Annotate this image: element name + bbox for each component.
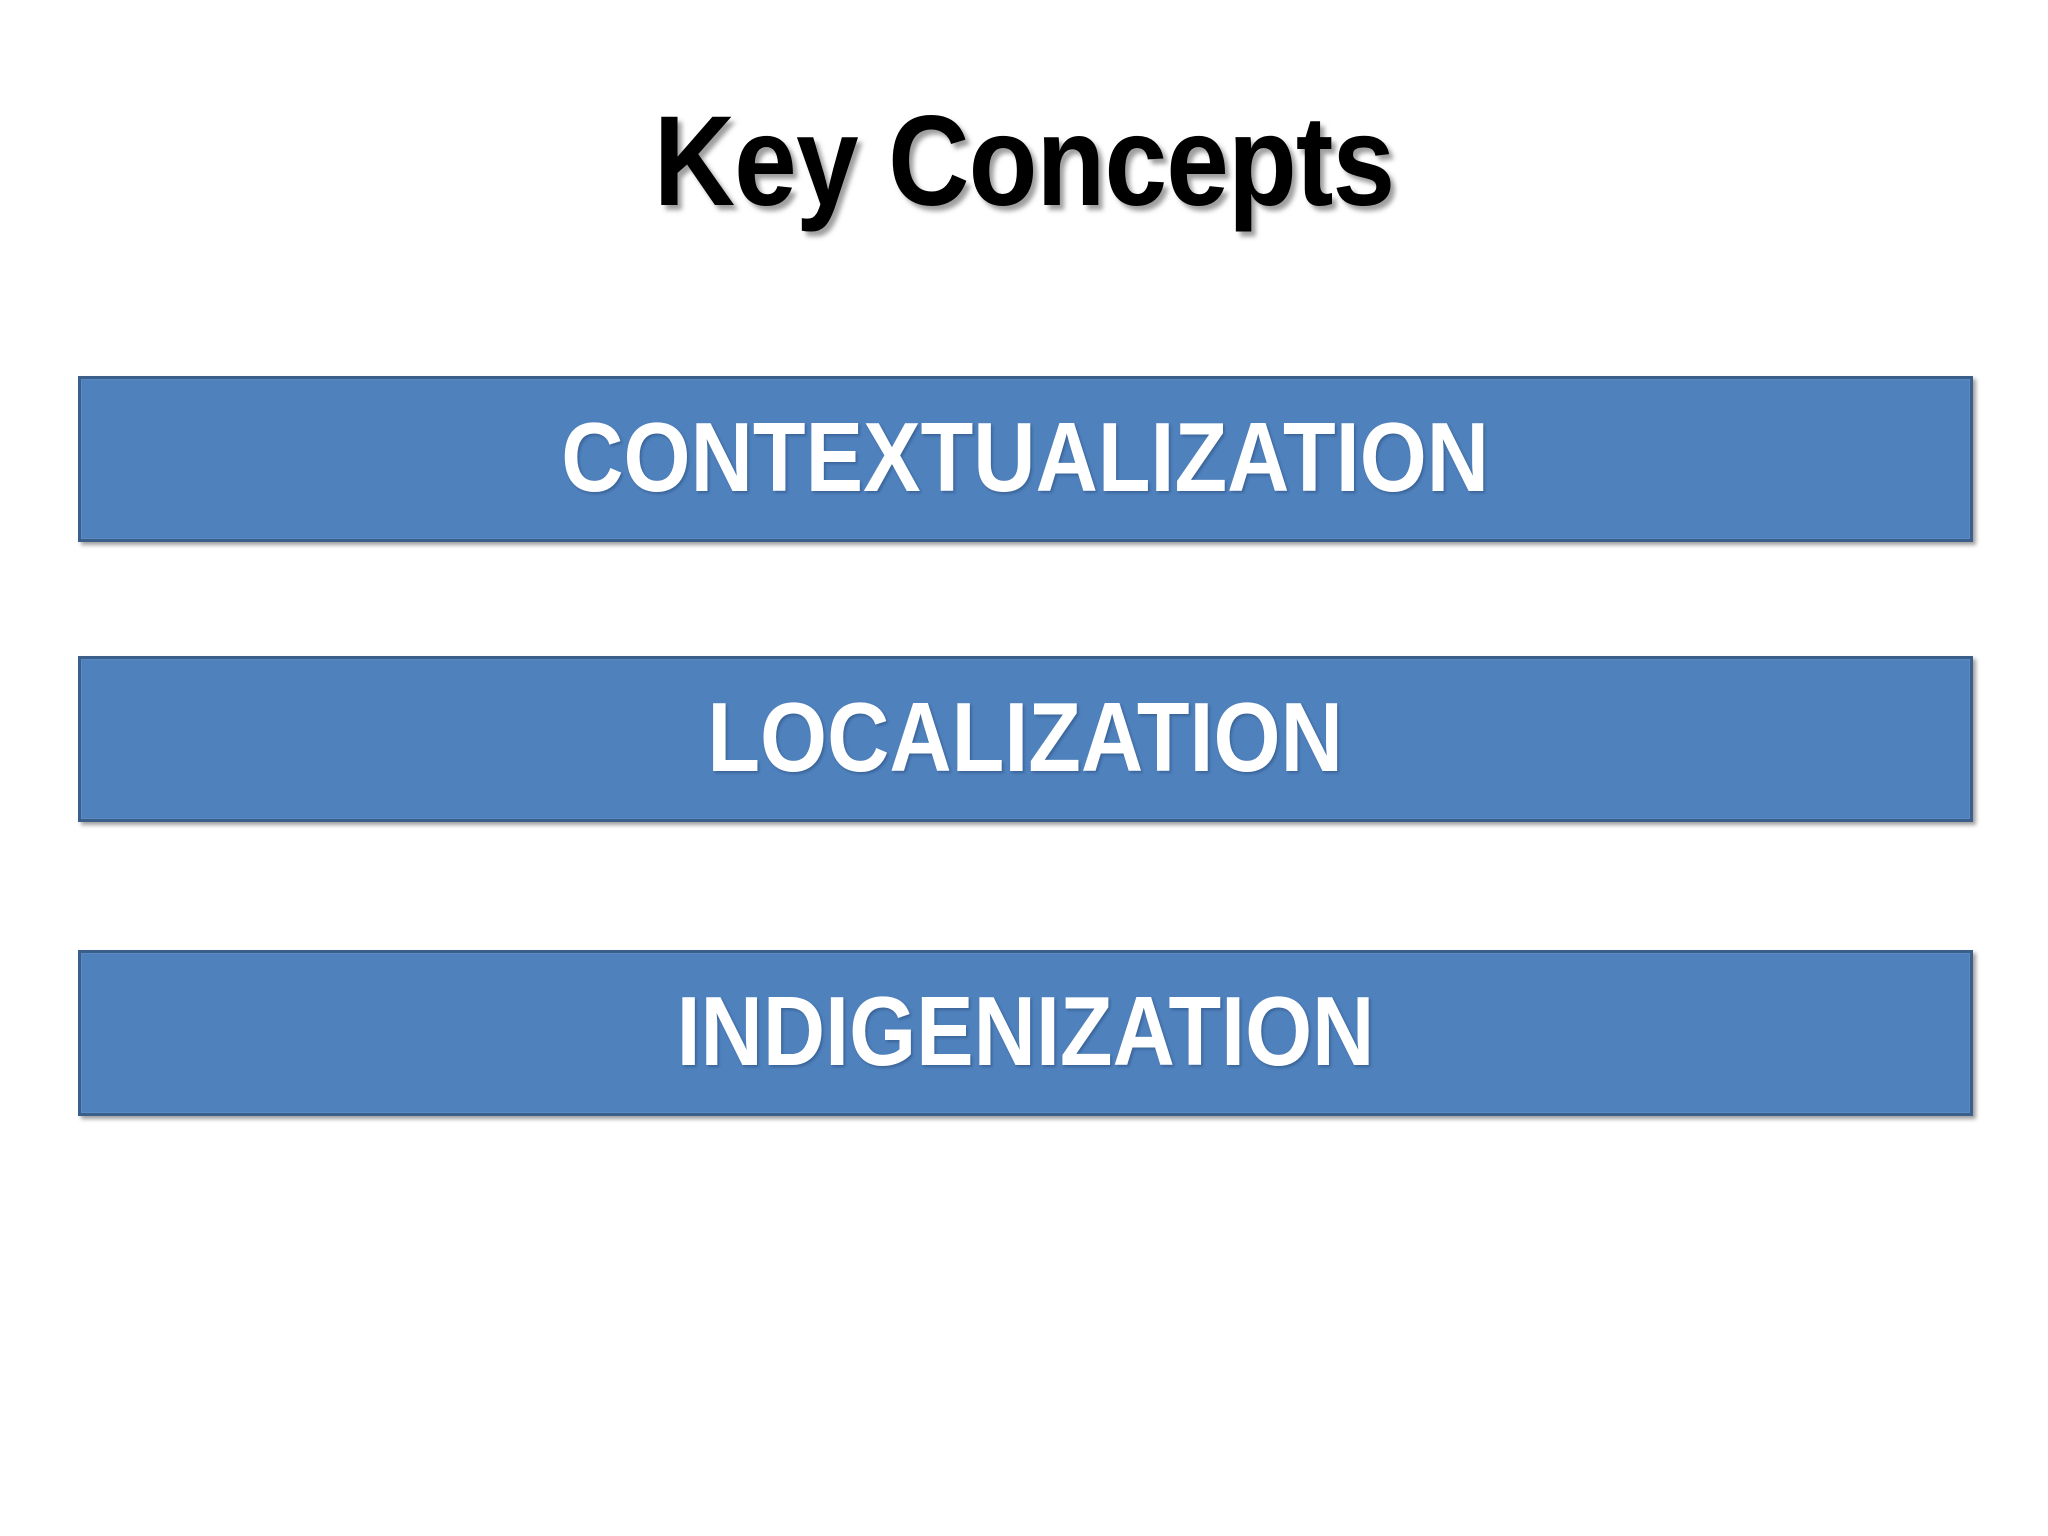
concept-bar-label: INDIGENIZATION — [676, 976, 1375, 1086]
concept-bar-localization[interactable]: LOCALIZATION — [78, 656, 1973, 822]
concept-bar-label: LOCALIZATION — [707, 682, 1344, 792]
concept-bar-indigenization[interactable]: INDIGENIZATION — [78, 950, 1973, 1116]
page-title: Key Concepts — [653, 90, 1395, 233]
concept-bar-contextualization[interactable]: CONTEXTUALIZATION — [78, 376, 1973, 542]
concept-bar-label: CONTEXTUALIZATION — [561, 402, 1490, 512]
